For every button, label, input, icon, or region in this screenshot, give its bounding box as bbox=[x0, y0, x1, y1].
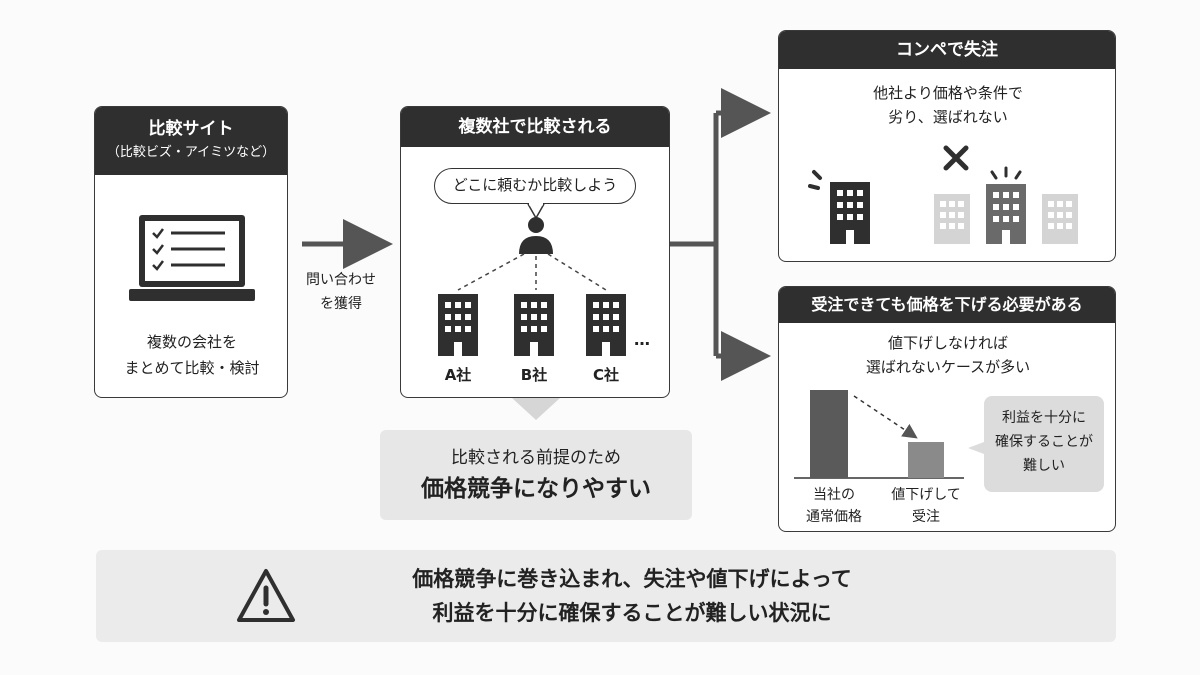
lose-box-graphics bbox=[808, 145, 1078, 244]
dashed-connectors bbox=[457, 253, 607, 291]
bar-discount-label-line1: 値下げして bbox=[891, 487, 961, 503]
person-icon bbox=[519, 217, 553, 254]
comparison-site-box: 比較サイト （比較ビズ・アイミツなど） 複数の会社を まとめて比較・検討 bbox=[94, 106, 288, 398]
company-label-b: B社 bbox=[520, 366, 548, 384]
arrow-label: 問い合わせ を獲得 bbox=[296, 268, 386, 316]
note-bubble-tail bbox=[968, 442, 984, 454]
discount-box-line2: 選ばれないケースが多い bbox=[865, 358, 1031, 376]
competitor-building-left-icon bbox=[934, 194, 970, 244]
premise-line1: 比較される前提のため bbox=[451, 448, 621, 468]
speech-bubble: どこに頼むか比較しよう bbox=[434, 168, 636, 204]
premise-line2: 価格競争になりやすい bbox=[421, 476, 651, 502]
premise-pointer bbox=[512, 398, 560, 420]
bar-discount-label-line2: 受注 bbox=[912, 509, 940, 525]
building-c-icon bbox=[586, 294, 626, 356]
comparison-site-title: 比較サイト bbox=[148, 119, 234, 139]
bar-discount-label: 値下げして 受注 bbox=[886, 484, 966, 528]
laptop-checklist-icon bbox=[129, 215, 255, 301]
company-label-a: A社 bbox=[444, 366, 472, 384]
discount-arrow bbox=[853, 395, 918, 439]
winning-building-icon bbox=[986, 184, 1026, 244]
arrow-label-line2: を獲得 bbox=[320, 296, 362, 312]
sparkle-icon bbox=[990, 166, 1022, 180]
discount-box-line1: 値下げしなければ bbox=[887, 334, 1008, 352]
bottom-line1: 価格競争に巻き込まれ、失注や値下げによって bbox=[412, 567, 852, 591]
lose-box-line2: 劣り、選ばれない bbox=[888, 108, 1008, 126]
speech-bubble-tail bbox=[527, 203, 545, 220]
discount-box-header: 受注できても価格を下げる必要がある bbox=[779, 287, 1115, 323]
comparison-site-desc-line2: まとめて比較・検討 bbox=[124, 359, 260, 377]
building-b-icon bbox=[514, 294, 554, 356]
note-text: 利益を十分に 確保することが 難しい bbox=[984, 406, 1104, 478]
comparison-site-header: 比較サイト （比較ビズ・アイミツなど） bbox=[95, 107, 287, 175]
bar-discount-price bbox=[908, 442, 944, 478]
comparison-site-subtitle: （比較ビズ・アイミツなど） bbox=[106, 145, 276, 160]
warning-icon bbox=[237, 569, 295, 622]
compared-box-header: 複数社で比較される bbox=[401, 107, 669, 147]
cross-icon bbox=[943, 145, 969, 171]
bottom-line2: 利益を十分に確保することが難しい状況に bbox=[432, 601, 832, 625]
arrow-label-line1: 問い合わせ bbox=[306, 272, 376, 288]
premise-panel: 比較される前提のため 価格競争になりやすい bbox=[380, 430, 692, 520]
note-bubble bbox=[984, 396, 1104, 492]
branch-arrows bbox=[670, 88, 771, 381]
bar-normal-label-line2: 通常価格 bbox=[806, 509, 862, 525]
competitor-building-right-icon bbox=[1042, 194, 1078, 244]
sweat-icon bbox=[808, 170, 822, 190]
bar-normal-label-line1: 当社の bbox=[813, 487, 855, 503]
our-building-icon bbox=[830, 182, 870, 244]
ellipsis-text: … bbox=[634, 330, 650, 349]
lose-box-header: コンペで失注 bbox=[779, 31, 1115, 69]
price-bar-chart bbox=[794, 390, 1104, 492]
compared-box-graphics bbox=[438, 202, 626, 356]
bar-normal-label: 当社の 通常価格 bbox=[794, 484, 874, 528]
note-line1: 利益を十分に bbox=[1002, 410, 1086, 426]
company-label-c: C社 bbox=[592, 366, 619, 384]
lose-box-line1: 他社より価格や条件で bbox=[873, 84, 1023, 102]
note-line3: 難しい bbox=[1023, 458, 1065, 474]
bar-normal-price bbox=[810, 390, 848, 478]
comparison-site-desc-line1: 複数の会社を bbox=[146, 333, 237, 351]
bottom-banner: 価格競争に巻き込まれ、失注や値下げによって 利益を十分に確保することが難しい状況… bbox=[96, 550, 1116, 642]
note-line2: 確保することが bbox=[995, 434, 1093, 450]
building-a-icon bbox=[438, 294, 478, 356]
